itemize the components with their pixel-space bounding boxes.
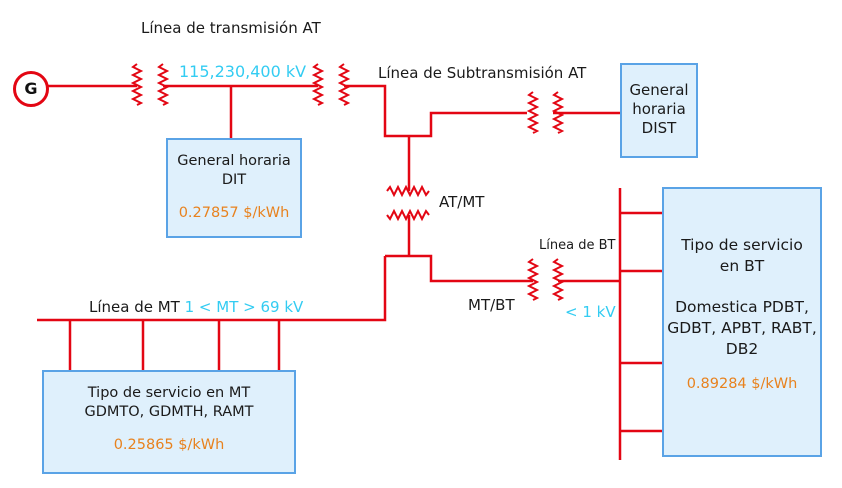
box-text: DIT (221, 172, 247, 188)
transformer-coil-icon (337, 63, 351, 106)
at-mt-label: AT/MT (439, 193, 485, 211)
transmission-voltage: 115,230,400 kV (179, 62, 307, 81)
transformer-coil-icon (311, 63, 325, 106)
wire-mt-branch (385, 254, 533, 283)
mt-service-box: Tipo de servicio en MT GDMTO, GDMTH, RAM… (42, 370, 296, 474)
mt-price: 0.25865 $/kWh (113, 437, 225, 453)
mt-voltage: 1 < MT > 69 kV (184, 298, 304, 316)
box-text: General horaria (177, 153, 291, 169)
box-text: Domestica PDBT, (675, 298, 809, 316)
wire-mt-feed (37, 256, 387, 322)
transformer-coil-icon (386, 208, 430, 222)
transformer-coil-icon (386, 184, 430, 198)
transformer-coil-icon (130, 63, 144, 106)
box-text: en BT (719, 257, 765, 275)
bt-service-box: Tipo de servicio en BT Domestica PDBT, G… (662, 187, 822, 457)
transformer-coil-icon (526, 91, 540, 134)
bt-voltage: < 1 kV (565, 303, 616, 321)
box-text: DIST (641, 119, 677, 137)
transformer-coil-icon (551, 91, 565, 134)
mt-line-title: Línea de MT (89, 298, 180, 316)
mt-line-label: Línea de MT 1 < MT > 69 kV (89, 298, 303, 316)
dit-price: 0.27857 $/kWh (178, 205, 290, 221)
bt-price: 0.89284 $/kWh (686, 376, 798, 392)
box-text: General (629, 81, 689, 99)
box-text: Tipo de servicio en MT (87, 385, 251, 401)
subtransmission-line-title: Línea de Subtransmisión AT (378, 64, 587, 82)
generator-icon: G (13, 71, 49, 107)
box-text: Tipo de servicio (681, 236, 803, 254)
bt-line-title: Línea de BT (539, 238, 616, 253)
box-text: GDBT, APBT, RABT, (667, 319, 817, 337)
mt-bt-label: MT/BT (468, 296, 515, 314)
wire-subtransmission (344, 84, 527, 138)
transformer-coil-icon (156, 63, 170, 106)
box-text: horaria (632, 100, 686, 118)
dit-tariff-box: General horaria DIT 0.27857 $/kWh (166, 138, 302, 238)
dist-tariff-box: General horaria DIST (620, 63, 698, 158)
transmission-line-title: Línea de transmisión AT (141, 19, 321, 37)
transformer-coil-icon (551, 258, 565, 301)
transformer-coil-icon (526, 258, 540, 301)
box-text: DB2 (725, 340, 759, 358)
box-text: GDMTO, GDMTH, RAMT (84, 404, 254, 420)
